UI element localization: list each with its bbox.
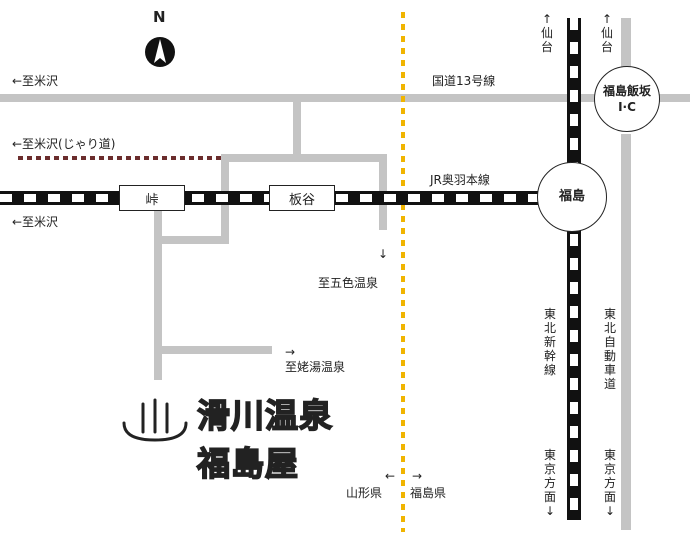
branch-road-2 <box>158 192 229 244</box>
label-expressway: 東北自動車道 <box>603 307 616 391</box>
label-jr-ou-line: JR奥羽本線 <box>430 173 490 187</box>
station-toge: 峠 <box>119 185 185 211</box>
label-fukushima-pref: 福島県 <box>410 486 447 500</box>
ic-label: 福島飯坂I·C <box>602 84 651 114</box>
station-itaya: 板谷 <box>269 185 335 211</box>
label-yamagata-arrow: ← <box>385 469 396 483</box>
title-line-2: 福島屋 <box>196 443 299 484</box>
north-compass-icon <box>145 37 175 67</box>
label-sendai-right: ↑仙台 <box>600 12 613 54</box>
label-to-yonezawa-rail: ←至米沢 <box>12 215 59 229</box>
label-to-goshiki-arrow: ↓ <box>378 247 389 261</box>
station-fukushima: 福島 <box>537 162 607 232</box>
roads <box>0 18 690 530</box>
title-line-1: 滑川温泉 <box>196 395 333 436</box>
label-to-nameyu-arrow: → <box>285 345 296 359</box>
label-yamagata: 山形県 <box>346 486 383 500</box>
label-to-nameyu: 至姥湯温泉 <box>285 360 346 374</box>
label-tokyo-right: 東京方面↓ <box>603 448 616 518</box>
label-route-13: 国道13号線 <box>432 74 496 88</box>
label-fukushima-arrow: → <box>412 469 423 483</box>
label-shinkansen: 東北新幹線 <box>543 307 556 377</box>
label-sendai-left: ↑仙台 <box>540 12 553 54</box>
shinkansen-line <box>567 18 581 520</box>
label-to-yonezawa-top: ←至米沢 <box>12 74 59 88</box>
compass-letter: N <box>153 8 166 26</box>
label-to-yonezawa-gravel: ←至米沢(じゃり道) <box>12 137 116 151</box>
onsen-icon <box>122 398 188 442</box>
label-to-goshiki: 至五色温泉 <box>318 276 379 290</box>
fukushima-iizaka-ic: 福島飯坂I·C <box>594 66 660 132</box>
label-tokyo-left: 東京方面↓ <box>543 448 556 518</box>
